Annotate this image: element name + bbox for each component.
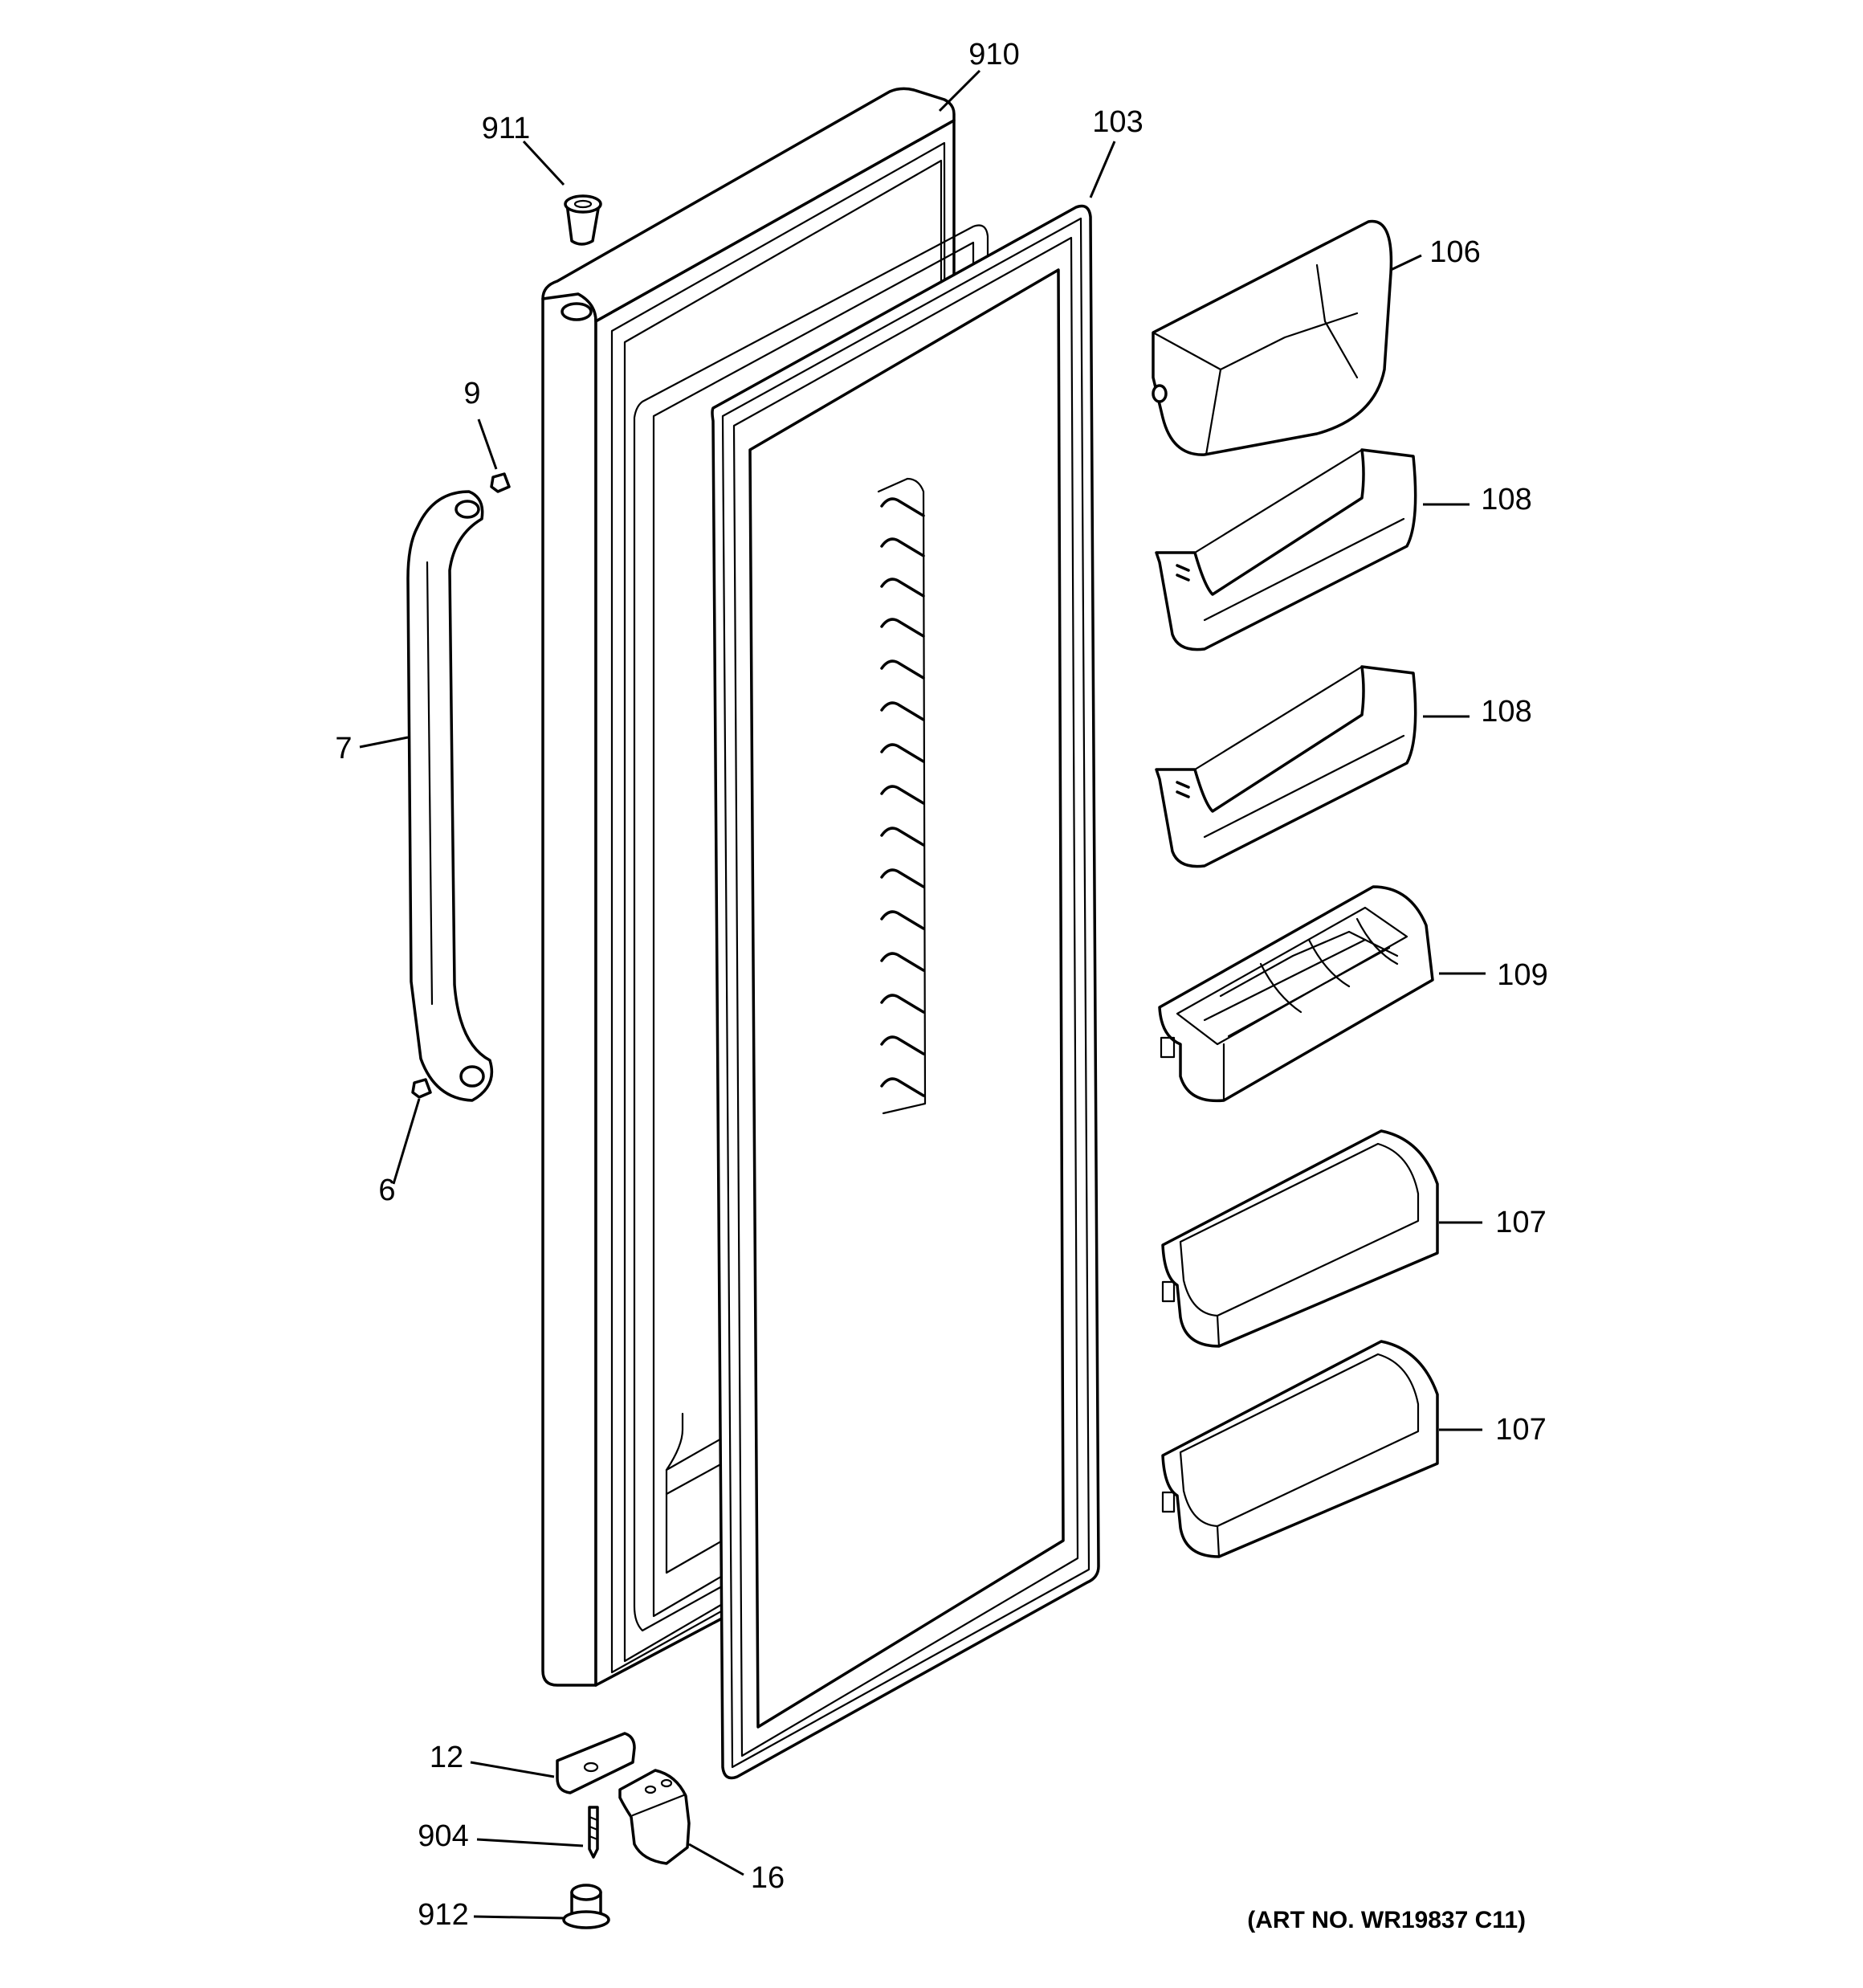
callout-910: 910: [968, 38, 1019, 71]
callout-16: 16: [751, 1861, 785, 1895]
callout-9: 9: [463, 377, 480, 410]
screw-904: [588, 1806, 599, 1859]
egg-tray-109: [1158, 885, 1434, 1103]
bushing-912: [562, 1884, 610, 1929]
screw-6: [411, 1078, 432, 1099]
hinge-16: [618, 1769, 691, 1865]
callout-7: 7: [335, 732, 352, 765]
callout-109: 109: [1497, 958, 1547, 992]
callout-labels: 910 911 103 106 108 108 109 107 107 9 7 …: [335, 38, 1547, 1932]
door-handle: [406, 490, 494, 1102]
door-bin-108-lower: [1155, 665, 1417, 868]
callout-108-upper: 108: [1481, 483, 1531, 516]
callout-108-lower: 108: [1481, 695, 1531, 729]
callout-911: 911: [482, 112, 531, 145]
leader-lines: [359, 69, 1486, 1920]
dairy-compartment-106: [1152, 219, 1393, 456]
door-bin-107-lower: [1161, 1340, 1439, 1558]
callout-107-upper: 107: [1495, 1206, 1546, 1239]
callout-904: 904: [418, 1819, 468, 1853]
callout-107-lower: 107: [1495, 1413, 1546, 1447]
plug-911: [564, 194, 602, 246]
callout-12: 12: [430, 1741, 463, 1774]
door-bin-107-upper: [1161, 1129, 1439, 1348]
screw-9: [490, 472, 511, 493]
art-number: (ART NO. WR19837 C11): [1247, 1907, 1526, 1933]
callout-912: 912: [418, 1898, 468, 1932]
callout-6: 6: [378, 1174, 395, 1207]
door-bin-108-upper: [1155, 448, 1417, 651]
bracket-12: [556, 1732, 636, 1794]
callout-106: 106: [1429, 235, 1480, 269]
door-gasket: [711, 204, 1100, 1780]
callout-103: 103: [1092, 105, 1143, 139]
shelf-support-ladder: [877, 477, 927, 1115]
